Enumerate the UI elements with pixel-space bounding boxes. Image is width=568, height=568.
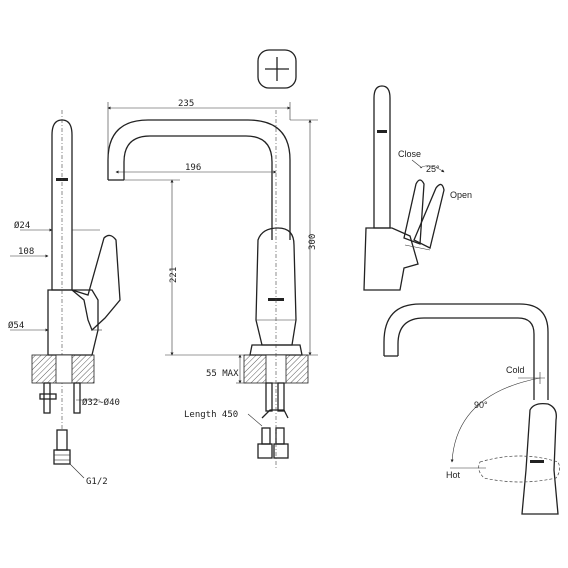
label-angle-25: 25° [426,164,440,174]
dim-221: 221 [169,267,179,283]
dim-108: 108 [18,247,34,257]
handle-symbol-icon [257,49,297,89]
front-view-faucet [107,102,318,470]
brand-logo-icon [377,130,387,133]
dim-55-max: 55 MAX [206,369,239,379]
label-close: Close [398,149,421,159]
dim-thread: G1/2 [86,477,108,487]
dim-diameter-54: Ø54 [8,320,24,331]
side-view-faucet [10,110,121,479]
label-hot: Hot [446,470,461,480]
dim-300: 300 [308,234,318,250]
dim-196: 196 [185,163,201,173]
dim-hole-diameter: Ø32~Ø40 [82,397,120,408]
label-cold: Cold [506,365,525,375]
brand-logo-icon [530,460,544,463]
label-open: Open [450,190,472,200]
lever-open-close-view [363,85,445,291]
rotation-view-faucet [383,303,560,515]
label-angle-90: 90° [474,400,488,410]
dim-235: 235 [178,99,194,109]
dim-hose-length: Length 450 [184,410,238,420]
dim-diameter-24: Ø24 [14,220,30,231]
